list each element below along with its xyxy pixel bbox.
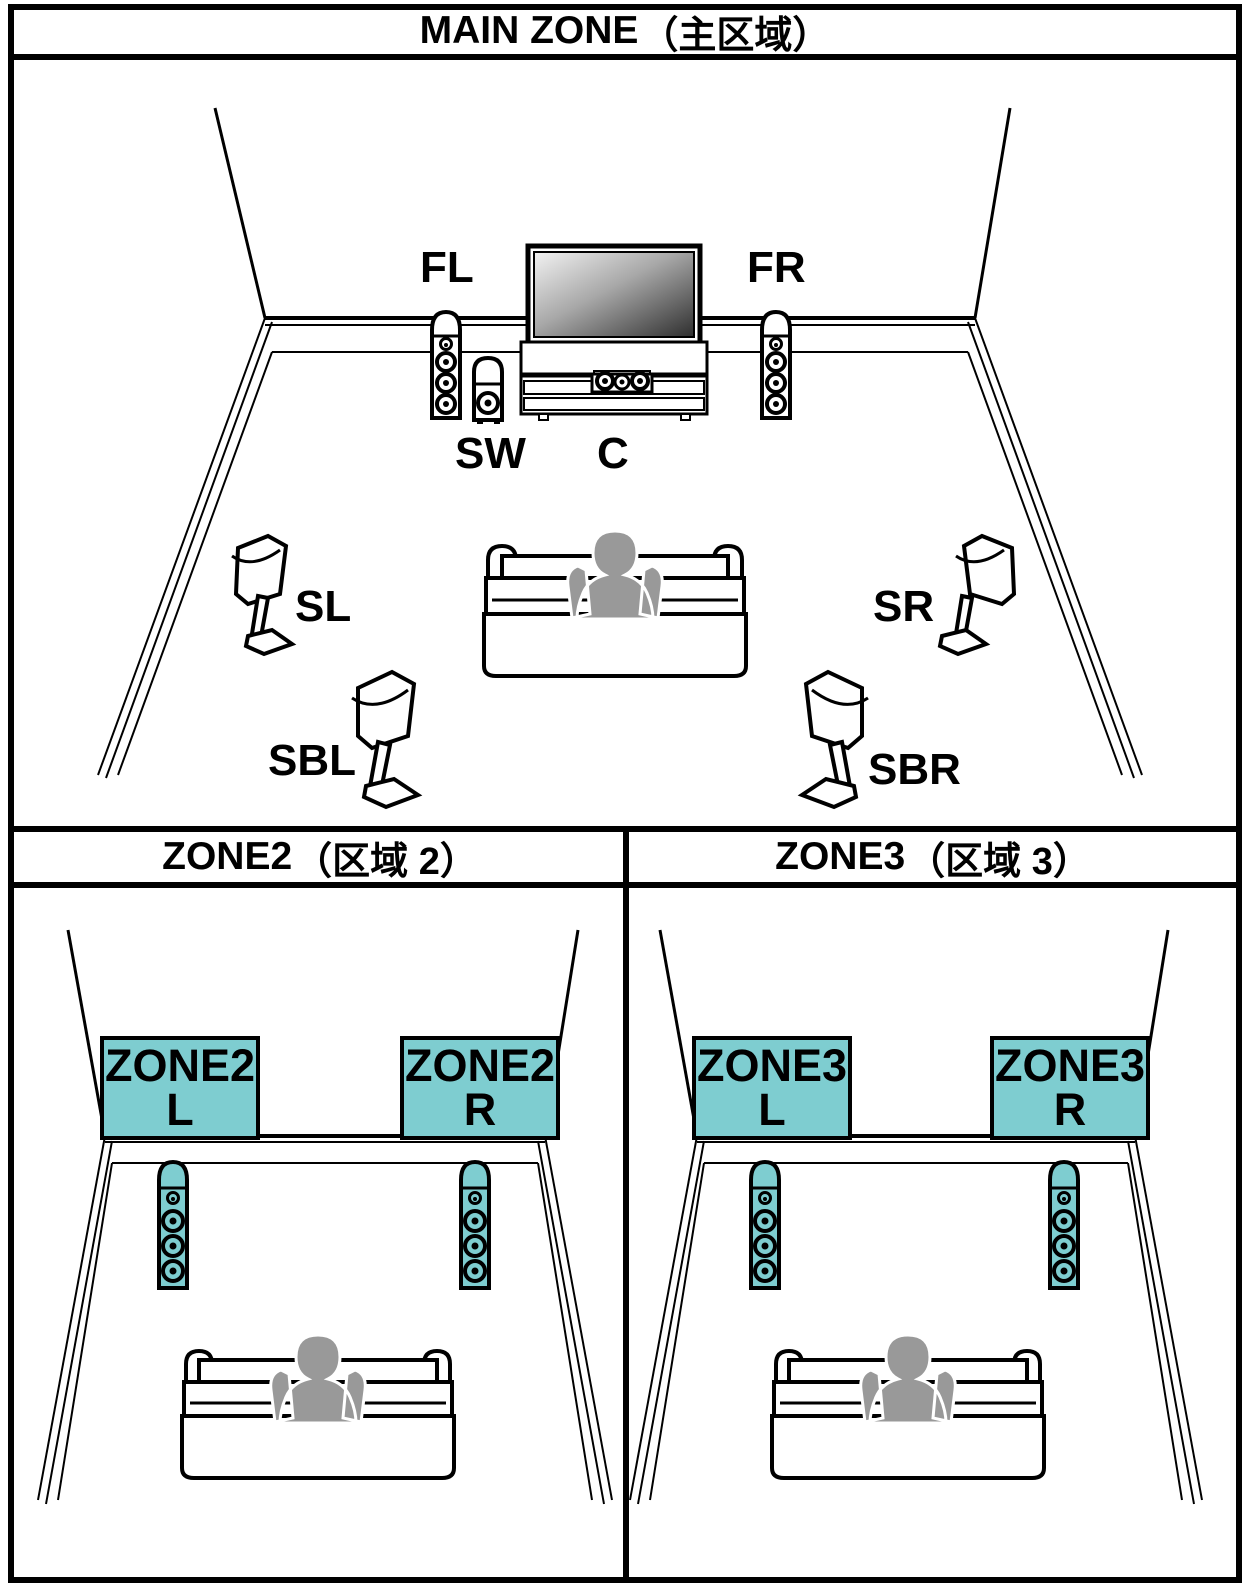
zone2-label-right-line2: R (463, 1084, 497, 1135)
zone3-label-right: ZONE3 R (990, 1036, 1150, 1140)
label-sw: SW (455, 429, 526, 478)
zone3-speaker-right (1048, 1159, 1080, 1290)
person-main (566, 529, 664, 621)
speaker-front-left (430, 309, 462, 420)
zone3-ceiling-left (658, 929, 699, 1137)
label-fr: FR (747, 243, 806, 292)
zone3-speaker-left (749, 1159, 781, 1290)
zone3-header-en: ZONE3 (775, 835, 906, 878)
zone3-label-right-line1: ZONE3 (994, 1040, 1146, 1092)
zone-column-divider (623, 832, 629, 1583)
speaker-surround-right (937, 533, 1017, 657)
ceiling-corner-right-line (973, 107, 1012, 319)
zone2-label-left-line2: L (166, 1084, 194, 1135)
zone3-label-left-line1: ZONE3 (696, 1040, 848, 1092)
zone3-label-left-line2: L (758, 1084, 786, 1135)
zone2-ceiling-left (66, 929, 107, 1137)
zone2-label-right: ZONE2 R (400, 1036, 560, 1140)
zone2-speaker-right (459, 1159, 491, 1290)
label-sr: SR (873, 582, 935, 631)
label-sl: SL (295, 582, 352, 631)
main-zone-bottom-divider (14, 826, 1236, 832)
speaker-subwoofer (472, 355, 504, 424)
label-fl: FL (420, 243, 474, 292)
zone2-header-en: ZONE2 (162, 835, 293, 878)
zone2-label-right-line1: ZONE2 (404, 1040, 556, 1092)
person-zone2 (269, 1333, 367, 1425)
zone3-label-right-line2: R (1053, 1084, 1087, 1135)
speaker-front-right (760, 309, 792, 420)
main-zone-header: MAIN ZONE （主区域） (14, 8, 1236, 57)
zone2-speaker-left (157, 1159, 189, 1290)
label-c: C (597, 429, 629, 478)
label-sbr: SBR (868, 745, 961, 794)
main-zone-header-cn: （主区域） (640, 14, 831, 57)
main-zone-header-en: MAIN ZONE (419, 9, 639, 52)
main-header-divider (14, 54, 1236, 60)
zone2-label-left: ZONE2 L (100, 1036, 260, 1140)
zone2-header-cn: （区域 2） (294, 840, 478, 883)
zone3-label-left: ZONE3 L (692, 1036, 852, 1140)
ceiling-corner-left-line (213, 107, 267, 319)
center-speaker-drivers (595, 371, 650, 391)
label-sbl: SBL (268, 736, 356, 785)
zone3-header: ZONE3 （区域 3） (630, 832, 1236, 883)
zone3-header-cn: （区域 3） (907, 840, 1091, 883)
speaker-surround-back-right (797, 669, 869, 810)
zone2-label-left-line1: ZONE2 (104, 1040, 256, 1092)
speaker-surround-left (231, 533, 297, 657)
speaker-surround-back-left (351, 669, 423, 810)
person-zone3 (859, 1333, 957, 1425)
zone2-header: ZONE2 （区域 2） (14, 832, 626, 883)
